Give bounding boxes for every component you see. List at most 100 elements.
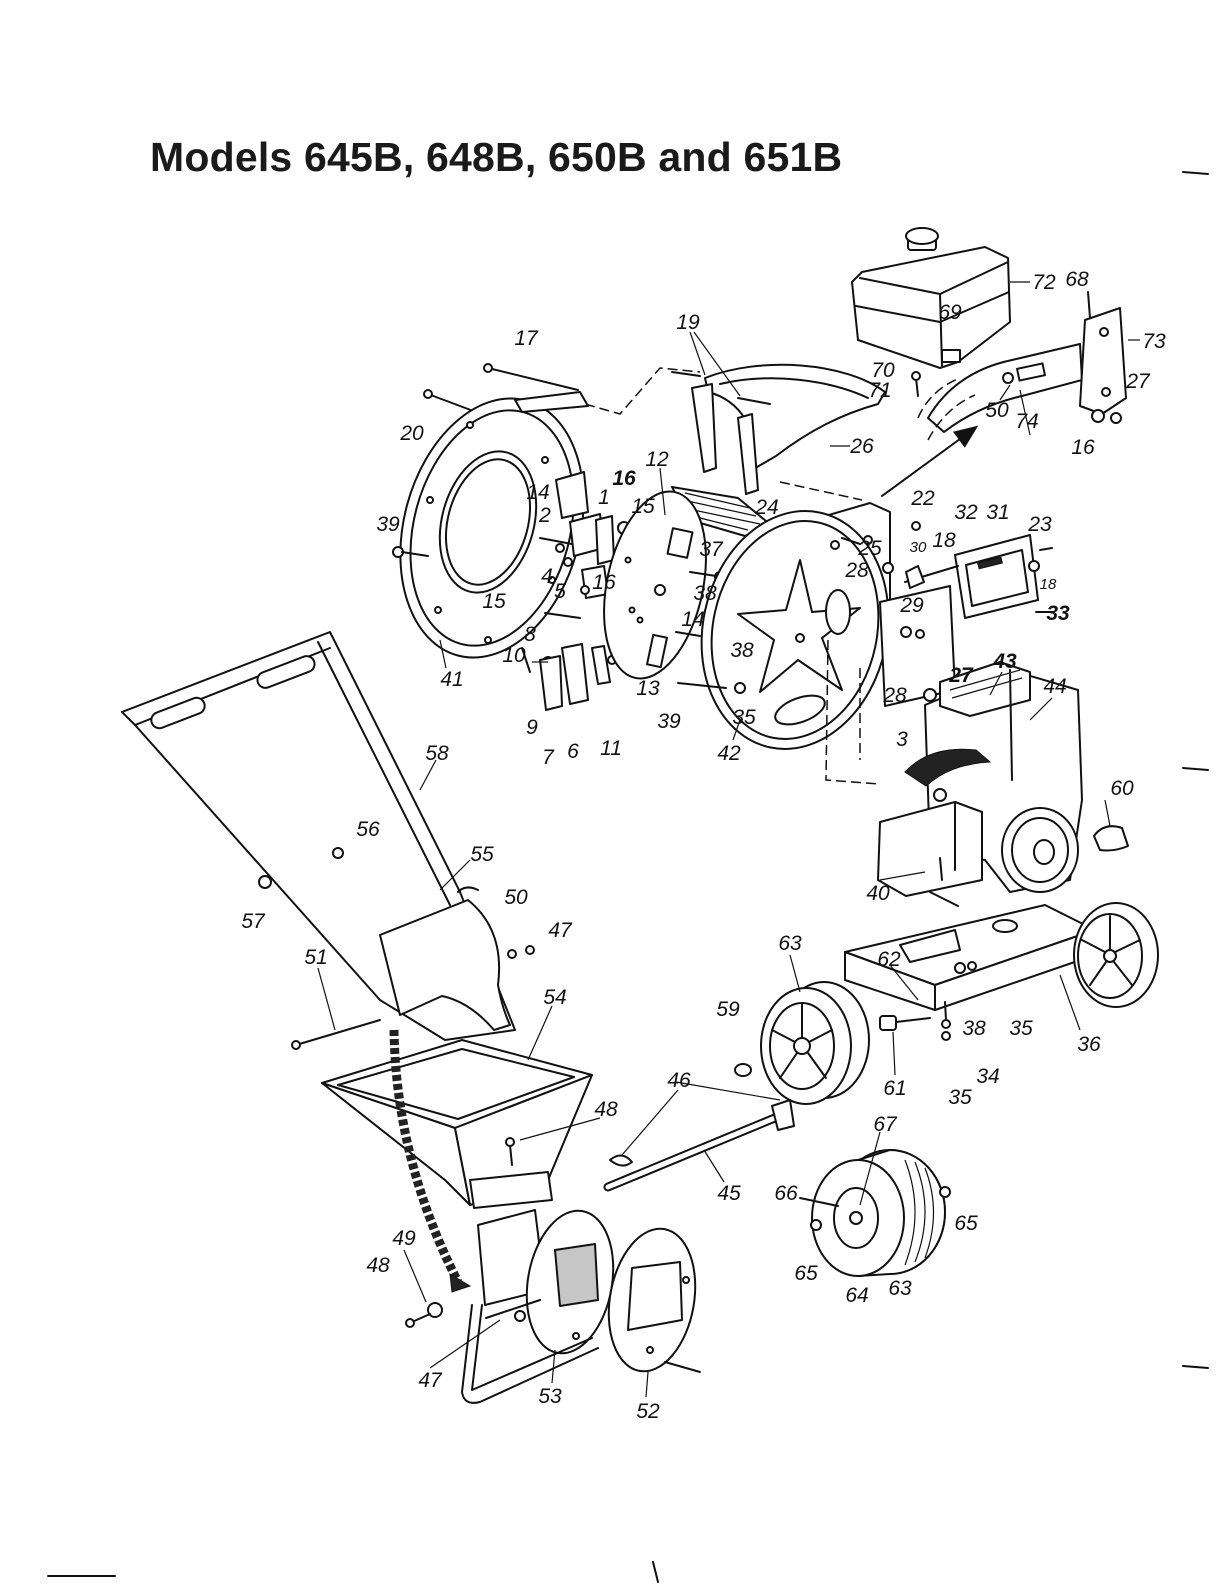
part-callout: 54 — [543, 986, 566, 1009]
feed-chute — [121, 631, 535, 1050]
part-callout: 4 — [541, 565, 553, 588]
part-callout: 46 — [667, 1069, 691, 1092]
part-callout: 74 — [1015, 410, 1038, 433]
part-callout: 72 — [1032, 271, 1056, 294]
part-callout: 50 — [504, 886, 528, 909]
part-callout: 6 — [567, 740, 579, 763]
part-callout: 51 — [304, 946, 327, 969]
part-callout: 3 — [896, 728, 908, 751]
part-callout: 62 — [877, 948, 901, 971]
part-callout: 31 — [986, 501, 1009, 524]
blade-hardware — [392, 471, 631, 711]
part-callout: 71 — [868, 379, 891, 402]
part-callout: 27 — [948, 664, 974, 687]
part-callout: 63 — [778, 932, 802, 955]
part-callout: 66 — [774, 1182, 798, 1205]
part-callout: 22 — [910, 487, 935, 510]
engine — [877, 661, 1129, 907]
retaining-strap — [389, 1029, 472, 1293]
part-callout: 17 — [514, 327, 539, 350]
part-callout: 5 — [554, 580, 566, 603]
hopper — [321, 1039, 593, 1209]
part-callout: 30 — [910, 539, 927, 556]
wheel-axle — [603, 1099, 795, 1192]
part-callout: 63 — [888, 1277, 912, 1300]
part-callout: 1 — [598, 486, 610, 509]
discharge-deflector — [584, 363, 886, 501]
part-callout: 37 — [699, 538, 724, 561]
part-callout: 18 — [1040, 576, 1057, 593]
part-callout: 11 — [600, 737, 622, 760]
part-callout: 50 — [985, 399, 1009, 422]
part-callout: 58 — [425, 742, 449, 765]
part-callout: 45 — [717, 1182, 741, 1205]
part-callout: 56 — [356, 818, 380, 841]
part-callout: 16 — [612, 467, 636, 490]
part-callout: 27 — [1125, 370, 1151, 393]
engine-bracket — [911, 291, 1127, 441]
part-callout: 14 — [526, 481, 549, 504]
part-callout: 25 — [857, 537, 882, 560]
part-callout: 65 — [954, 1212, 978, 1235]
part-callout: 38 — [730, 639, 754, 662]
part-callout: 29 — [899, 594, 924, 617]
part-callout: 48 — [594, 1098, 618, 1121]
part-callout: 32 — [954, 501, 978, 524]
part-callout: 26 — [849, 435, 874, 458]
part-callout: 65 — [794, 1262, 818, 1285]
part-callout: 38 — [693, 582, 717, 605]
pneumatic-wheel — [799, 1149, 951, 1277]
part-callout: 13 — [636, 677, 660, 700]
impeller-plate — [603, 490, 726, 680]
rear-wheel — [1073, 902, 1159, 1008]
part-callout: 61 — [883, 1077, 906, 1100]
part-callout: 14 — [681, 608, 704, 631]
housing-cover — [399, 391, 589, 659]
part-callout: 35 — [732, 706, 756, 729]
part-callout: 16 — [592, 571, 616, 594]
part-callout: 43 — [992, 650, 1017, 673]
chipper-housing — [677, 502, 891, 785]
page-margin-marks — [47, 171, 1209, 1583]
part-callout: 20 — [399, 422, 424, 445]
part-callout: 49 — [392, 1227, 416, 1250]
part-callout: 23 — [1027, 513, 1052, 536]
part-callout: 35 — [948, 1086, 972, 1109]
part-callout: 15 — [631, 495, 655, 518]
chute-handle — [841, 521, 1055, 707]
part-callout: 55 — [470, 843, 494, 866]
leader-lines — [317, 281, 1140, 1398]
part-callout: 68 — [1065, 268, 1089, 291]
page-title: Models 645B, 648B, 650B and 651B — [150, 134, 843, 180]
part-callout: 18 — [932, 529, 956, 552]
part-callout: 36 — [1077, 1033, 1101, 1056]
part-callouts: 17 19 20 72 68 69 73 70 71 27 50 74 16 2… — [241, 268, 1166, 1423]
part-callout: 40 — [866, 882, 890, 905]
part-callout: 8 — [524, 623, 536, 646]
part-callout: 16 — [1071, 436, 1095, 459]
part-callout: 19 — [676, 311, 700, 334]
part-callout: 38 — [962, 1017, 986, 1040]
part-callout: 2 — [538, 504, 551, 527]
part-callout: 67 — [873, 1113, 898, 1136]
part-callout: 64 — [845, 1284, 868, 1307]
part-callout: 53 — [538, 1385, 562, 1408]
part-callout: 34 — [976, 1065, 999, 1088]
part-callout: 33 — [1046, 602, 1070, 625]
part-callout: 47 — [418, 1369, 443, 1392]
part-callout: 70 — [871, 359, 895, 382]
part-callout: 39 — [657, 710, 681, 733]
discharge-housing — [477, 1209, 701, 1373]
part-callout: 41 — [440, 668, 463, 691]
part-callout: 57 — [241, 910, 266, 933]
part-callout: 28 — [844, 559, 869, 582]
base-frame — [844, 904, 1096, 1041]
part-callout: 47 — [548, 919, 573, 942]
support-stand — [405, 1299, 599, 1404]
front-wheel — [734, 981, 931, 1105]
part-callout: 12 — [645, 448, 669, 471]
part-callout: 24 — [754, 496, 778, 519]
part-callout: 69 — [938, 301, 962, 324]
part-callout: 48 — [366, 1254, 390, 1277]
